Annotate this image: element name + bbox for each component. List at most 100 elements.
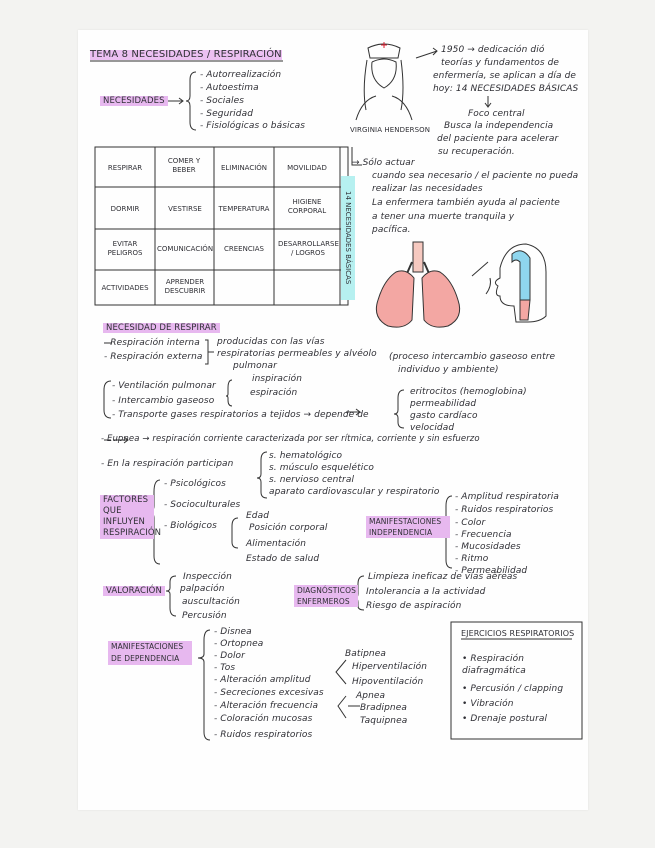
list-item: • Percusión / clapping — [462, 684, 564, 694]
list-item: - Ritmo — [455, 554, 489, 564]
note-line: producidas con las vías — [217, 337, 325, 347]
note-line: teorías y fundamentos de — [441, 58, 560, 68]
note-line: gasto cardíaco — [410, 411, 478, 421]
table-cell: COMER Y BEBER — [167, 157, 201, 174]
note-line: - Respiración interna — [104, 338, 200, 348]
list-item: Hiperventilación — [352, 662, 428, 672]
list-item: Estado de salud — [246, 554, 320, 564]
list-item: - Fisiológicas o básicas — [200, 121, 306, 131]
page-title: TEMA 8 NECESIDADES / RESPIRACIÓN — [90, 49, 282, 60]
list-item: Inspección — [183, 572, 232, 582]
table-cell: COMUNICACIÓN — [156, 245, 214, 253]
respirar-label: NECESIDAD DE RESPIRAR — [103, 323, 220, 333]
list-item: - Permeabilidad — [455, 566, 528, 576]
list-item: Intolerancia a la actividad — [366, 587, 486, 597]
list-item: - Alteración frecuencia — [214, 701, 319, 711]
dependencia-label: MANIFESTACIONES DE DEPENDENCIA — [108, 641, 192, 665]
list-item: • Drenaje postural — [462, 714, 548, 724]
list-item: palpación — [180, 584, 225, 594]
list-item: - Psicológicos — [164, 479, 226, 489]
note-line: Foco central — [468, 109, 525, 119]
table-cell: VESTIRSE — [168, 205, 202, 213]
list-item: Taquipnea — [360, 716, 408, 726]
note-line: s. hematológico — [269, 451, 343, 461]
note-line: individuo y ambiente) — [398, 365, 499, 375]
list-item: - Dolor — [214, 651, 245, 661]
note-line: La enfermera también ayuda al paciente — [372, 198, 560, 208]
note-line: enfermería, se aplican a día de — [433, 71, 577, 81]
list-item: - Amplitud respiratoria — [455, 492, 559, 502]
necesidades-label: NECESIDADES — [100, 96, 168, 106]
table-cell: EVITAR PELIGROS — [107, 240, 143, 257]
list-item: Riesgo de aspiración — [366, 601, 462, 611]
note-line: pulmonar — [233, 361, 277, 371]
note-line: s. nervioso central — [269, 475, 355, 485]
table-cell: ELIMINACIÓN — [220, 164, 268, 172]
note-line: 1950 → dedicación dió — [441, 45, 545, 55]
table-cell: ACTIVIDADES — [101, 284, 149, 292]
list-item: - Autoestima — [200, 83, 259, 93]
list-item: - Biológicos — [164, 521, 217, 531]
independencia-label: MANIFESTACIONES INDEPENDENCIA — [366, 516, 450, 538]
henderson-name: VIRGINIA HENDERSON — [350, 126, 431, 134]
list-item: Limpieza ineficaz de vías aéreas — [368, 572, 518, 582]
note-line: espiración — [250, 388, 298, 398]
table-side-tab: 14 NECESIDADES BÁSICAS — [341, 176, 355, 300]
list-item: Hipoventilación — [352, 677, 424, 687]
diagnosticos-label: DIAGNÓSTICOS ENFERMEROS — [294, 585, 358, 607]
note-line: (proceso intercambio gaseoso entre — [389, 352, 556, 362]
list-item: Edad — [246, 511, 270, 521]
list-item: - Socioculturales — [164, 500, 241, 510]
list-item: Percusión — [182, 611, 227, 621]
note-line: - Transporte gases respiratorios a tejid… — [112, 410, 369, 420]
list-item: • Respiración diafragmática — [462, 654, 526, 676]
factores-label: FACTORES QUE INFLUYEN RESPIRACIÓN — [100, 495, 161, 539]
note-line: - Respiración externa — [104, 352, 203, 362]
note-line: eritrocitos (hemoglobina) — [410, 387, 527, 397]
list-item: - Sociales — [200, 96, 245, 106]
list-item: auscultación — [182, 597, 240, 607]
note-line: s. músculo esquelético — [269, 463, 374, 473]
table-cell: DORMIR — [110, 205, 140, 213]
ejercicios-label: EJERCICIOS RESPIRATORIOS — [461, 629, 575, 638]
note-line: su recuperación. — [438, 147, 515, 157]
note-line: inspiración — [252, 374, 303, 384]
table-cell: TEMPERATURA — [218, 205, 270, 213]
list-item: - Seguridad — [200, 109, 254, 119]
note-line: cuando sea necesario / el paciente no pu… — [372, 171, 579, 181]
list-item: - Secreciones excesivas — [214, 688, 324, 698]
note-line: pacífica. — [372, 225, 411, 235]
list-item: - Mucosidades — [455, 542, 521, 552]
list-item: - Ruidos respiratorios — [214, 730, 313, 740]
table-cell: RESPIRAR — [107, 164, 143, 172]
list-item: - Autorrealización — [200, 70, 282, 80]
table-cell: CREENCIAS — [223, 245, 265, 253]
list-item: - Ruidos respiratorios — [455, 505, 554, 515]
valoracion-label: VALORACIÓN — [103, 586, 165, 596]
note-line: respiratorias permeables y alvéolo — [217, 349, 377, 359]
list-item: Alimentación — [246, 539, 307, 549]
note-line: del paciente para acelerar — [437, 134, 559, 144]
table-cell: MOVILIDAD — [287, 164, 327, 172]
note-line: realizar las necesidades — [372, 184, 483, 194]
note-line: a tener una muerte tranquila y — [372, 212, 515, 222]
note-line: → Sólo actuar — [352, 158, 415, 168]
note-line: - Intercambio gaseoso — [112, 396, 215, 406]
list-item: - Disnea — [214, 627, 252, 637]
list-item: - Frecuencia — [455, 530, 512, 540]
list-item: • Vibración — [462, 699, 514, 709]
note-line: hoy: 14 NECESIDADES BÁSICAS — [433, 84, 579, 94]
list-item: - Tos — [214, 663, 236, 673]
note-line: velocidad — [410, 423, 455, 433]
table-cell: HIGIENE CORPORAL — [287, 198, 327, 215]
list-item: Apnea — [356, 691, 386, 701]
note-line: Busca la independencia — [444, 121, 554, 131]
note-line: permeabilidad — [410, 399, 477, 409]
note-line: - Ventilación pulmonar — [112, 381, 216, 391]
list-item: - Ortopnea — [214, 639, 264, 649]
list-item: - Alteración amplitud — [214, 675, 311, 685]
list-item: Bradipnea — [360, 703, 407, 713]
table-cell: APRENDER DESCUBRIR — [164, 278, 206, 295]
list-item: - Coloración mucosas — [214, 714, 313, 724]
